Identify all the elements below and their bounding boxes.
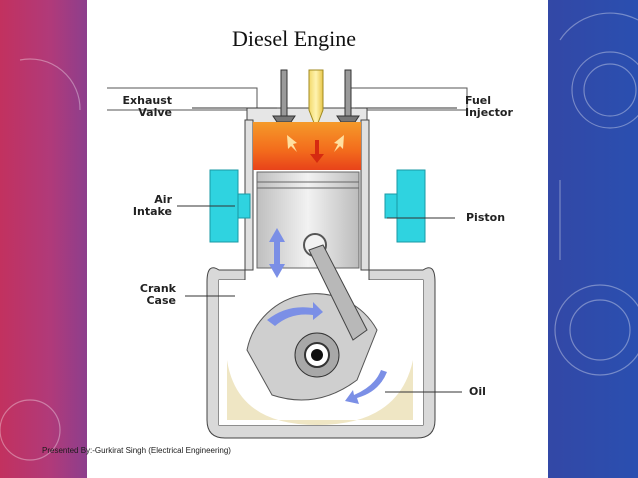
leader-lines (177, 107, 462, 393)
combustion-chamber (253, 122, 361, 170)
label-piston: Piston (466, 211, 506, 224)
label-oil: Oil (469, 385, 486, 398)
piston (256, 171, 360, 269)
oil-sump (227, 360, 413, 425)
presenter-footer: Presented By:-Gurkirat Singh (Electrical… (42, 446, 231, 455)
piston-motion-arrow (269, 228, 285, 278)
diesel-engine-diagram (107, 69, 468, 439)
fuel-injector (308, 69, 324, 130)
exhaust-valve (272, 69, 360, 123)
slide-title: Diesel Engine (232, 26, 357, 51)
cylinder-head (107, 87, 468, 111)
rotation-arrows (267, 302, 387, 404)
connecting-rod (308, 244, 368, 341)
